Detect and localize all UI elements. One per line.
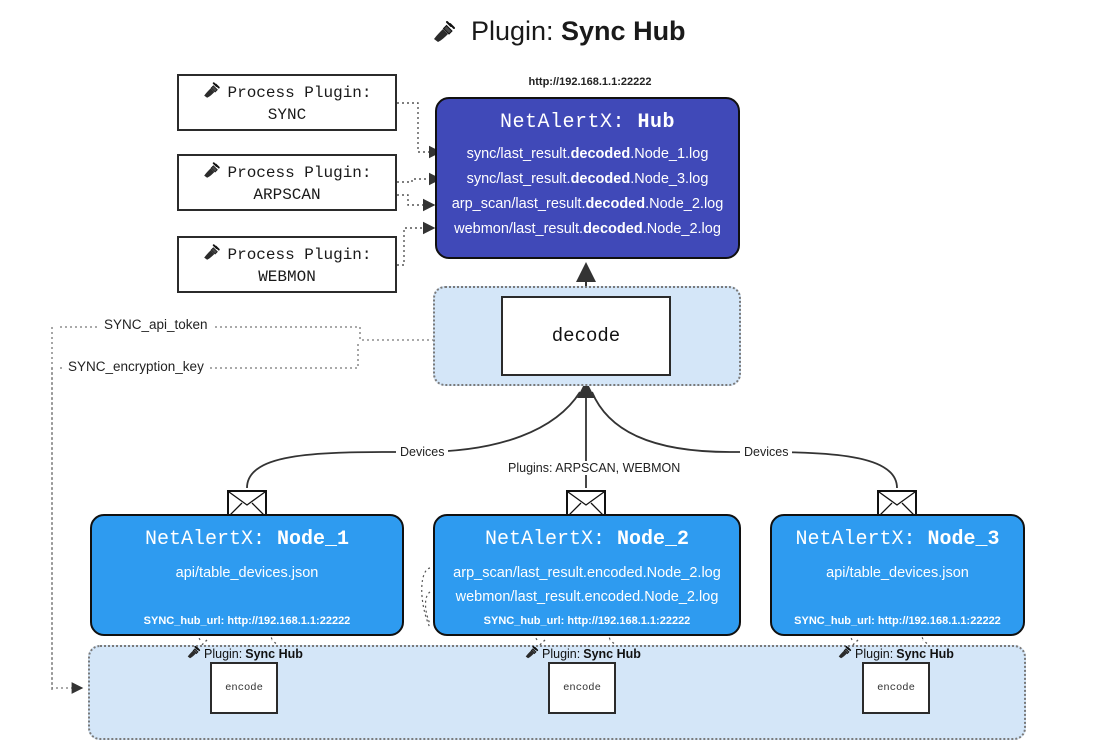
sync-encryption-key-label: SYNC_encryption_key [64,359,208,374]
title-prefix: Plugin: [470,16,554,46]
hub-title-name: Hub [637,111,676,134]
process-plugin-name: ARPSCAN [253,185,321,204]
plug-icon [431,19,457,50]
log-pre: sync/last_result. [466,171,571,187]
bottom-plugin-caption-3: Plugin: Sync Hub [837,645,954,662]
hub-title-prefix: NetAlertX: [499,111,625,134]
hub-log-list: sync/last_result.decoded.Node_1.log sync… [437,142,738,242]
caption-prefix: Plugin: [204,647,243,661]
encode-box-3[interactable]: encode [862,662,930,714]
node-title-name: Node_3 [927,528,1000,551]
node-footer: SYNC_hub_url: http://192.168.1.1:22222 [794,615,1001,627]
node-title-prefix: NetAlertX: [795,528,916,551]
log-bold: decoded [583,221,643,237]
process-plugin-sync[interactable]: Process Plugin: SYNC [177,74,397,131]
encode-box-2[interactable]: encode [548,662,616,714]
log-bold: decoded [570,146,631,162]
node-title: NetAlertX: Node_3 [772,528,1023,551]
log-bold: decoded [570,171,631,187]
hub-url-label: http://192.168.1.1:22222 [528,76,652,88]
hub-node[interactable]: NetAlertX: Hub sync/last_result.decoded.… [435,97,740,259]
process-plugin-line1-row: Process Plugin: [202,161,372,184]
plug-icon [202,81,221,104]
log-post: .Node_3.log [630,171,709,187]
caption-name: Sync Hub [583,647,641,661]
caption-name: Sync Hub [245,647,303,661]
node-3[interactable]: NetAlertX: Node_3 api/table_devices.json… [770,514,1025,636]
node-title-name: Node_2 [617,528,690,551]
node-line: arp_scan/last_result.encoded.Node_2.log [453,565,721,581]
node-body: api/table_devices.json [772,561,1023,585]
process-plugin-label: Process Plugin: [227,83,372,102]
sync-api-token-label: SYNC_api_token [100,317,212,332]
node-body: arp_scan/last_result.encoded.Node_2.log … [435,561,739,609]
devices-label-right: Devices [740,445,793,459]
node-body: api/table_devices.json [92,561,402,585]
hub-log-line: sync/last_result.decoded.Node_1.log [437,142,738,167]
node-title: NetAlertX: Node_1 [92,528,402,551]
hub-log-line: sync/last_result.decoded.Node_3.log [437,167,738,192]
devices-label-left: Devices [396,445,449,459]
plug-icon [837,645,852,662]
process-plugin-line1-row: Process Plugin: [202,81,372,104]
caption-prefix: Plugin: [855,647,894,661]
caption-prefix: Plugin: [542,647,581,661]
bottom-plugin-caption-2: Plugin: Sync Hub [524,645,641,662]
node-title-name: Node_1 [277,528,350,551]
process-plugin-label: Process Plugin: [227,245,372,264]
page-title: Plugin: Sync Hub [0,16,1117,50]
log-pre: webmon/last_result. [454,221,584,237]
node-footer: SYNC_hub_url: http://192.168.1.1:22222 [143,615,351,627]
process-plugin-name: SYNC [267,105,307,124]
plugins-label-center: Plugins: ARPSCAN, WEBMON [504,461,685,475]
log-post: .Node_1.log [630,146,709,162]
node-line: api/table_devices.json [826,565,969,581]
node-line: webmon/last_result.encoded.Node_2.log [455,589,719,605]
bottom-plugin-caption-1: Plugin: Sync Hub [186,645,303,662]
process-plugin-line1-row: Process Plugin: [202,243,372,266]
plug-icon [202,243,221,266]
hub-log-line: webmon/last_result.decoded.Node_2.log [437,217,738,242]
hub-log-line: arp_scan/last_result.decoded.Node_2.log [437,192,738,217]
log-pre: sync/last_result. [466,146,571,162]
hub-title: NetAlertX: Hub [437,111,738,134]
node-title-prefix: NetAlertX: [144,528,265,551]
caption-name: Sync Hub [896,647,954,661]
process-plugin-webmon[interactable]: Process Plugin: WEBMON [177,236,397,293]
process-plugin-label: Process Plugin: [227,163,372,182]
log-post: .Node_2.log [642,221,721,237]
log-bold: decoded [585,196,646,212]
node-footer: SYNC_hub_url: http://192.168.1.1:22222 [483,615,691,627]
node-title: NetAlertX: Node_2 [435,528,739,551]
decode-box[interactable]: decode [501,296,671,376]
plug-icon [186,645,201,662]
node-line: api/table_devices.json [175,565,319,581]
log-post: .Node_2.log [645,196,724,212]
process-plugin-name: WEBMON [258,267,316,286]
process-plugin-arpscan[interactable]: Process Plugin: ARPSCAN [177,154,397,211]
node-2[interactable]: NetAlertX: Node_2 arp_scan/last_result.e… [433,514,741,636]
node-title-prefix: NetAlertX: [484,528,605,551]
plug-icon [202,161,221,184]
plug-icon [524,645,539,662]
encode-box-1[interactable]: encode [210,662,278,714]
title-name: Sync Hub [561,16,686,46]
node-1[interactable]: NetAlertX: Node_1 api/table_devices.json… [90,514,404,636]
log-pre: arp_scan/last_result. [451,196,586,212]
